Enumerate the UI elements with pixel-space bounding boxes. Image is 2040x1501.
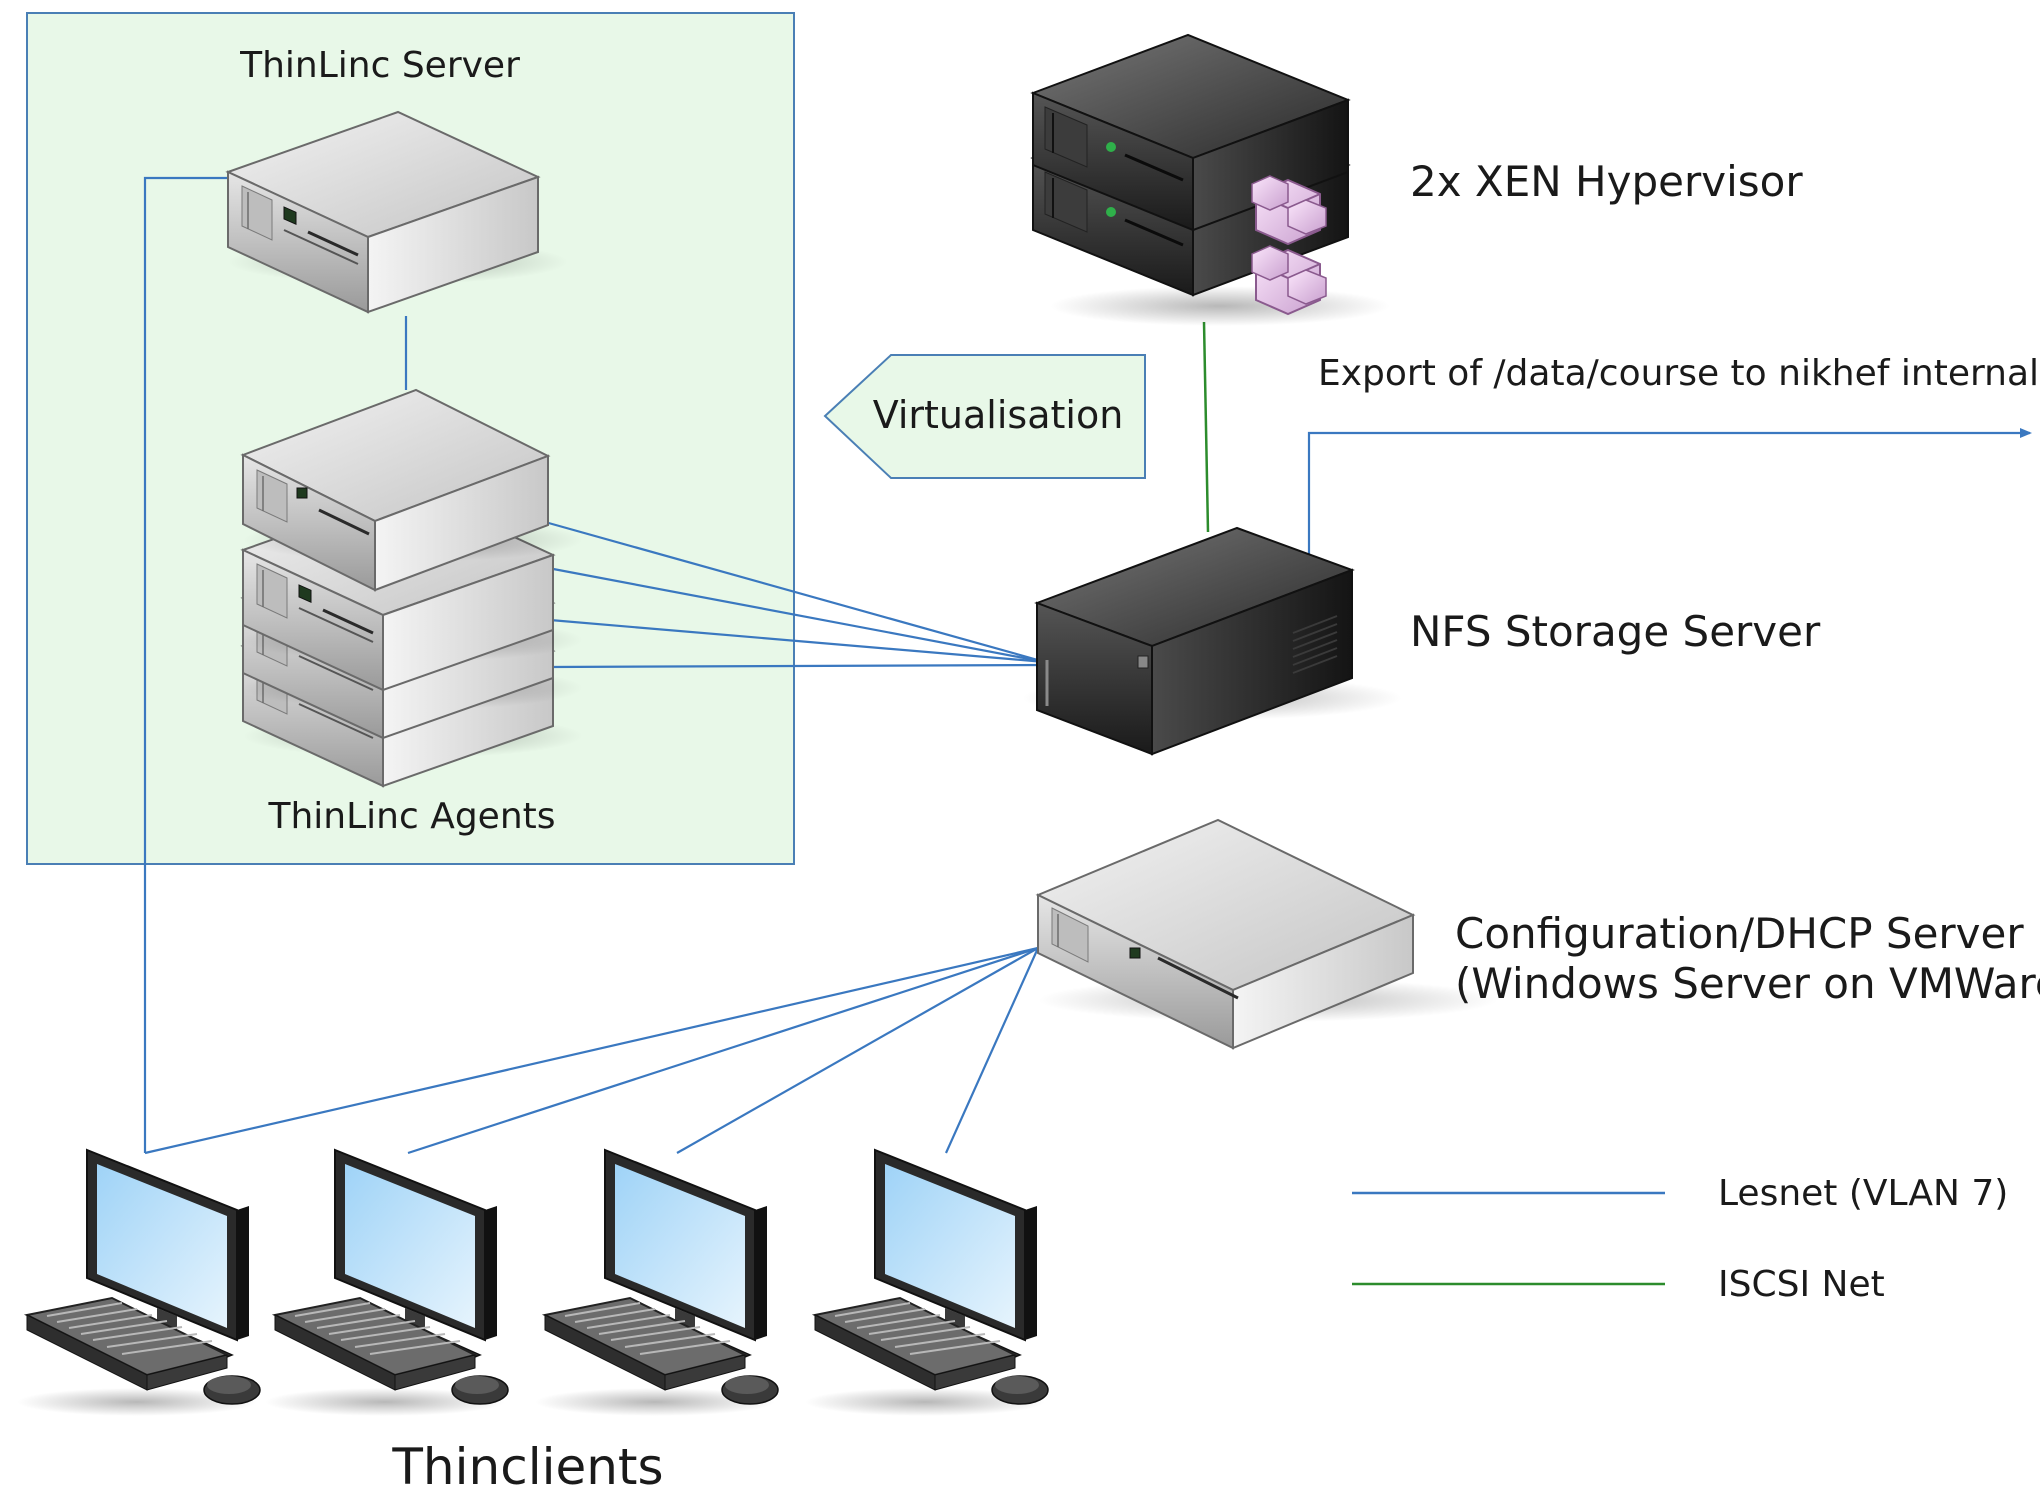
thinclients-group [16, 1149, 1049, 1417]
nfs-storage-server [1022, 526, 1402, 756]
config-dhcp-server [1035, 818, 1498, 1050]
agent-server-1 [240, 388, 583, 592]
virtualisation-callout: Virtualisation [823, 354, 1146, 479]
thinclient-3 [534, 1149, 779, 1417]
link-agent3-nfs [549, 618, 1046, 664]
config-label-line1: Configuration/DHCP Server [1455, 909, 2024, 958]
thinlinc-agents-stack [240, 388, 585, 788]
link-agent1-nfs [544, 520, 1046, 664]
nfs-label: NFS Storage Server [1410, 607, 1821, 656]
link-config-tc3 [676, 947, 1039, 1154]
thinclient-2 [264, 1149, 509, 1417]
virtualisation-shape [823, 354, 1146, 479]
link-hypervisor-nfs-iscsi [1202, 321, 1210, 533]
legend: Lesnet (VLAN 7) ISCSI Net [1352, 1173, 2008, 1305]
legend-label-iscsi: ISCSI Net [1718, 1264, 1885, 1305]
lesnet-links [143, 176, 2032, 1155]
thinclient-4 [804, 1149, 1049, 1417]
link-config-tc1 [144, 946, 1039, 1155]
legend-label-lesnet: Lesnet (VLAN 7) [1718, 1173, 2008, 1214]
thinlinc-server-title: ThinLinc Server [239, 45, 520, 86]
thinclients-label: Thinclients [391, 1438, 663, 1496]
hypervisor-label: 2x XEN Hypervisor [1410, 157, 1803, 206]
link-thinlinc-server-to-thinclient [143, 176, 228, 1153]
link-agent2-nfs [547, 566, 1046, 664]
link-agent4-nfs [549, 663, 1046, 669]
link-config-tc2 [407, 946, 1039, 1155]
thinclient-1 [16, 1149, 261, 1417]
virtualisation-label: Virtualisation [873, 393, 1124, 437]
link-nfs-export [1307, 428, 2032, 563]
config-label-line2: (Windows Server on VMWare [1455, 959, 2040, 1008]
link-config-tc4 [944, 947, 1040, 1154]
thinlinc-agents-label: ThinLinc Agents [267, 796, 555, 837]
xen-hypervisor-stack [1031, 33, 1390, 326]
export-label: Export of /data/course to nikhef interna… [1318, 353, 2039, 394]
